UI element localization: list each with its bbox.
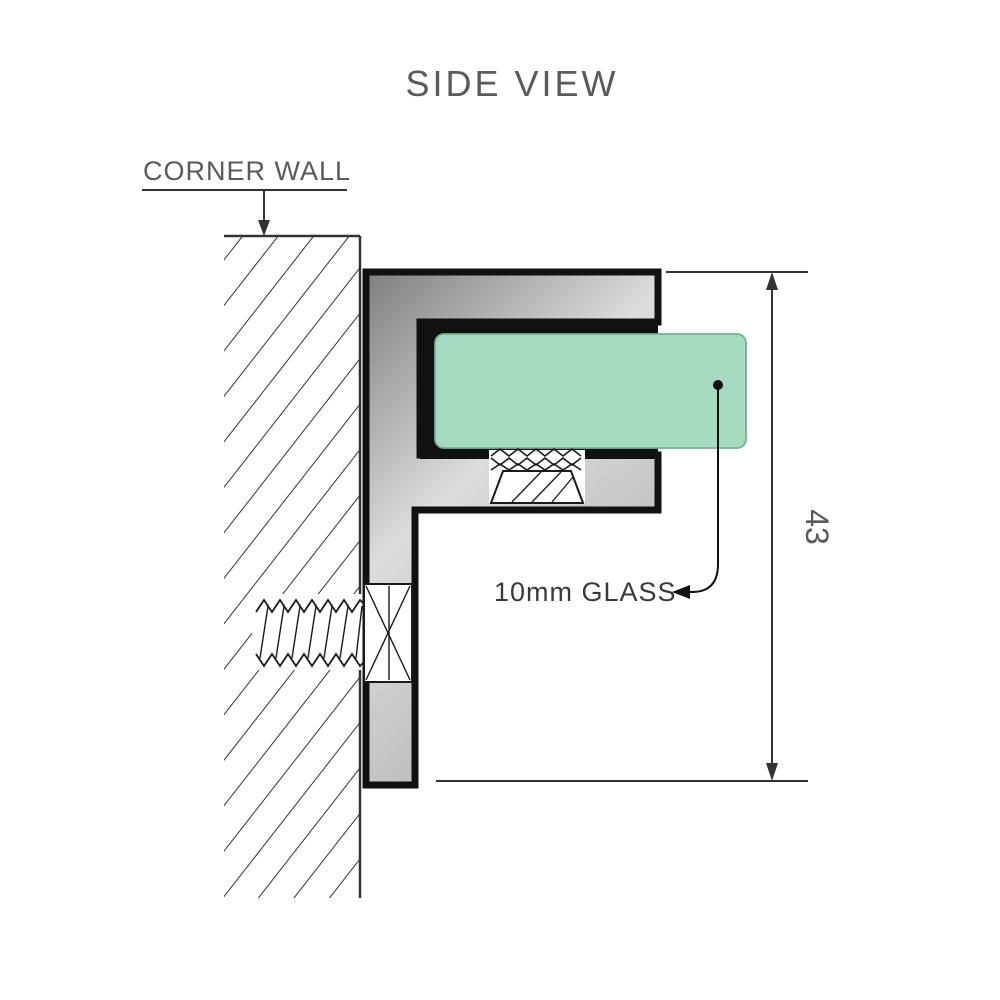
wall-hatch <box>224 236 360 898</box>
dimension-arrow-up-icon <box>766 272 778 290</box>
corner-wall-callout: CORNER WALL <box>142 156 351 236</box>
grub-screw-thread-2 <box>490 456 582 467</box>
screw-thread-top <box>255 598 367 614</box>
leader-arrow-icon <box>672 585 690 599</box>
wall-screw <box>255 583 413 683</box>
screw-thread-flank-2 <box>275 605 285 659</box>
corner-wall <box>224 234 362 898</box>
diagram-title: SIDE VIEW <box>405 63 618 104</box>
screw-thread-flank-4 <box>307 605 317 659</box>
dimension-label: 43 <box>799 509 835 545</box>
grub-screw-body <box>489 470 585 504</box>
screw-thread-flank-7 <box>355 605 363 659</box>
leader-line <box>688 388 719 593</box>
grub-screw-thread-3 <box>490 463 582 471</box>
screw-thread-bottom <box>255 652 367 668</box>
dimension-arrow-down-icon <box>766 763 778 781</box>
leader-dot <box>713 380 723 390</box>
screw-thread-flank-1 <box>259 605 269 659</box>
screw-thread-flank-3 <box>291 605 301 659</box>
grub-screw-hatch-1 <box>511 471 542 503</box>
screw-thread-flank-5 <box>323 605 333 659</box>
glass-label: 10mm GLASS <box>494 577 677 607</box>
grub-screw <box>489 447 585 504</box>
grub-screw-hatch-2 <box>531 471 562 503</box>
screw-head-diagonal-2 <box>365 585 411 681</box>
corner-wall-arrow-icon <box>258 220 270 236</box>
dimension-43: 43 <box>436 271 835 782</box>
grub-screw-thread-1 <box>490 447 582 458</box>
grub-screw-hatch-3 <box>551 476 574 503</box>
screw-thread-flank-6 <box>339 605 349 659</box>
glass-panel <box>434 333 747 449</box>
corner-wall-label: CORNER WALL <box>143 156 351 186</box>
glass-callout: 10mm GLASS <box>494 380 723 607</box>
